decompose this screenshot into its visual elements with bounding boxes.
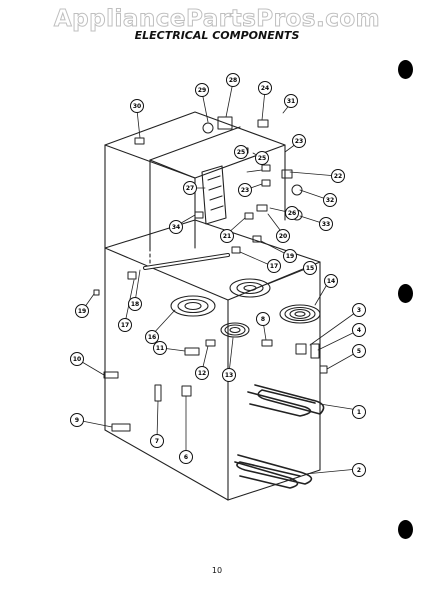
callout-label: 22 xyxy=(334,173,342,180)
callout-20: 20 xyxy=(276,229,290,243)
callout-label: 11 xyxy=(156,345,164,352)
callout-label: 23 xyxy=(241,187,249,194)
callout-label: 30 xyxy=(133,103,141,110)
callout-17: 17 xyxy=(118,318,132,332)
binder-hole-top xyxy=(398,60,413,79)
callout-1: 1 xyxy=(352,405,366,419)
callout-label: 4 xyxy=(357,327,361,334)
callout-label: 19 xyxy=(78,308,86,315)
surface-burner-small xyxy=(170,295,216,317)
callout-31: 31 xyxy=(284,94,298,108)
callout-label: 33 xyxy=(322,221,330,228)
control-board xyxy=(201,165,227,225)
callout-label: 12 xyxy=(198,370,206,377)
callout-label: 25 xyxy=(258,155,266,162)
callout-label: 32 xyxy=(326,197,334,204)
callout-26: 26 xyxy=(285,206,299,220)
callout-label: 20 xyxy=(279,233,287,240)
callout-label: 21 xyxy=(223,233,231,240)
callout-10: 10 xyxy=(70,352,84,366)
callout-5: 5 xyxy=(352,344,366,358)
callout-22: 22 xyxy=(331,169,345,183)
callout-2: 2 xyxy=(352,463,366,477)
callout-label: 5 xyxy=(357,348,361,355)
callout-9: 9 xyxy=(70,413,84,427)
callout-23: 23 xyxy=(238,183,252,197)
callout-19: 19 xyxy=(283,249,297,263)
callout-label: 6 xyxy=(184,454,188,461)
page-title: ELECTRICAL COMPONENTS xyxy=(134,29,300,42)
callout-34: 34 xyxy=(169,220,183,234)
coil-element-14 xyxy=(279,304,321,324)
callout-25: 25 xyxy=(234,145,248,159)
callout-23: 23 xyxy=(292,134,306,148)
callout-25: 25 xyxy=(255,151,269,165)
callout-label: 10 xyxy=(73,356,81,363)
callout-4: 4 xyxy=(352,323,366,337)
callout-label: 3 xyxy=(357,307,361,314)
callout-24: 24 xyxy=(258,81,272,95)
callout-11: 11 xyxy=(153,341,167,355)
callout-15: 15 xyxy=(303,261,317,275)
broil-element xyxy=(247,384,325,417)
callout-16: 16 xyxy=(145,330,159,344)
callout-30: 30 xyxy=(130,99,144,113)
callout-28: 28 xyxy=(226,73,240,87)
callout-label: 15 xyxy=(306,265,314,272)
binder-hole-bottom xyxy=(398,520,413,539)
callout-6: 6 xyxy=(179,450,193,464)
callout-7: 7 xyxy=(150,434,164,448)
callout-12: 12 xyxy=(195,366,209,380)
callout-label: 23 xyxy=(295,138,303,145)
bake-element xyxy=(234,454,313,489)
heating-rod xyxy=(143,253,230,270)
callout-3: 3 xyxy=(352,303,366,317)
range-body-outline xyxy=(104,219,321,501)
callout-32: 32 xyxy=(323,193,337,207)
binder-hole-middle xyxy=(398,284,413,303)
callout-8: 8 xyxy=(256,312,270,326)
callout-label: 14 xyxy=(327,278,335,285)
leader-lines xyxy=(76,81,360,475)
callout-label: 9 xyxy=(75,417,79,424)
callout-19: 19 xyxy=(75,304,89,318)
callout-label: 19 xyxy=(286,253,294,260)
callout-27: 27 xyxy=(183,181,197,195)
callout-17: 17 xyxy=(267,259,281,273)
callout-label: 17 xyxy=(270,263,278,270)
callout-label: 13 xyxy=(225,372,233,379)
callout-label: 27 xyxy=(186,185,194,192)
callout-label: 26 xyxy=(288,210,296,217)
callout-label: 29 xyxy=(198,87,206,94)
callout-29: 29 xyxy=(195,83,209,97)
callout-label: 18 xyxy=(131,301,139,308)
callout-label: 25 xyxy=(237,149,245,156)
watermark: AppliancePartsPros.com xyxy=(53,6,381,33)
callout-label: 34 xyxy=(172,224,180,231)
coil-element-13 xyxy=(220,322,250,338)
callout-18: 18 xyxy=(128,297,142,311)
callout-label: 16 xyxy=(148,334,156,341)
callout-label: 2 xyxy=(357,467,361,474)
callout-label: 1 xyxy=(357,409,361,416)
surface-burner-large xyxy=(229,278,271,298)
page-number: 10 xyxy=(211,566,223,575)
callout-21: 21 xyxy=(220,229,234,243)
callout-label: 17 xyxy=(121,322,129,329)
callout-label: 28 xyxy=(229,77,237,84)
callout-label: 24 xyxy=(261,85,269,92)
callout-14: 14 xyxy=(324,274,338,288)
callout-33: 33 xyxy=(319,217,333,231)
upper-cabinet-outline xyxy=(104,111,286,249)
callout-label: 31 xyxy=(287,98,295,105)
callout-label: 8 xyxy=(261,316,265,323)
callout-label: 7 xyxy=(155,438,159,445)
callout-13: 13 xyxy=(222,368,236,382)
